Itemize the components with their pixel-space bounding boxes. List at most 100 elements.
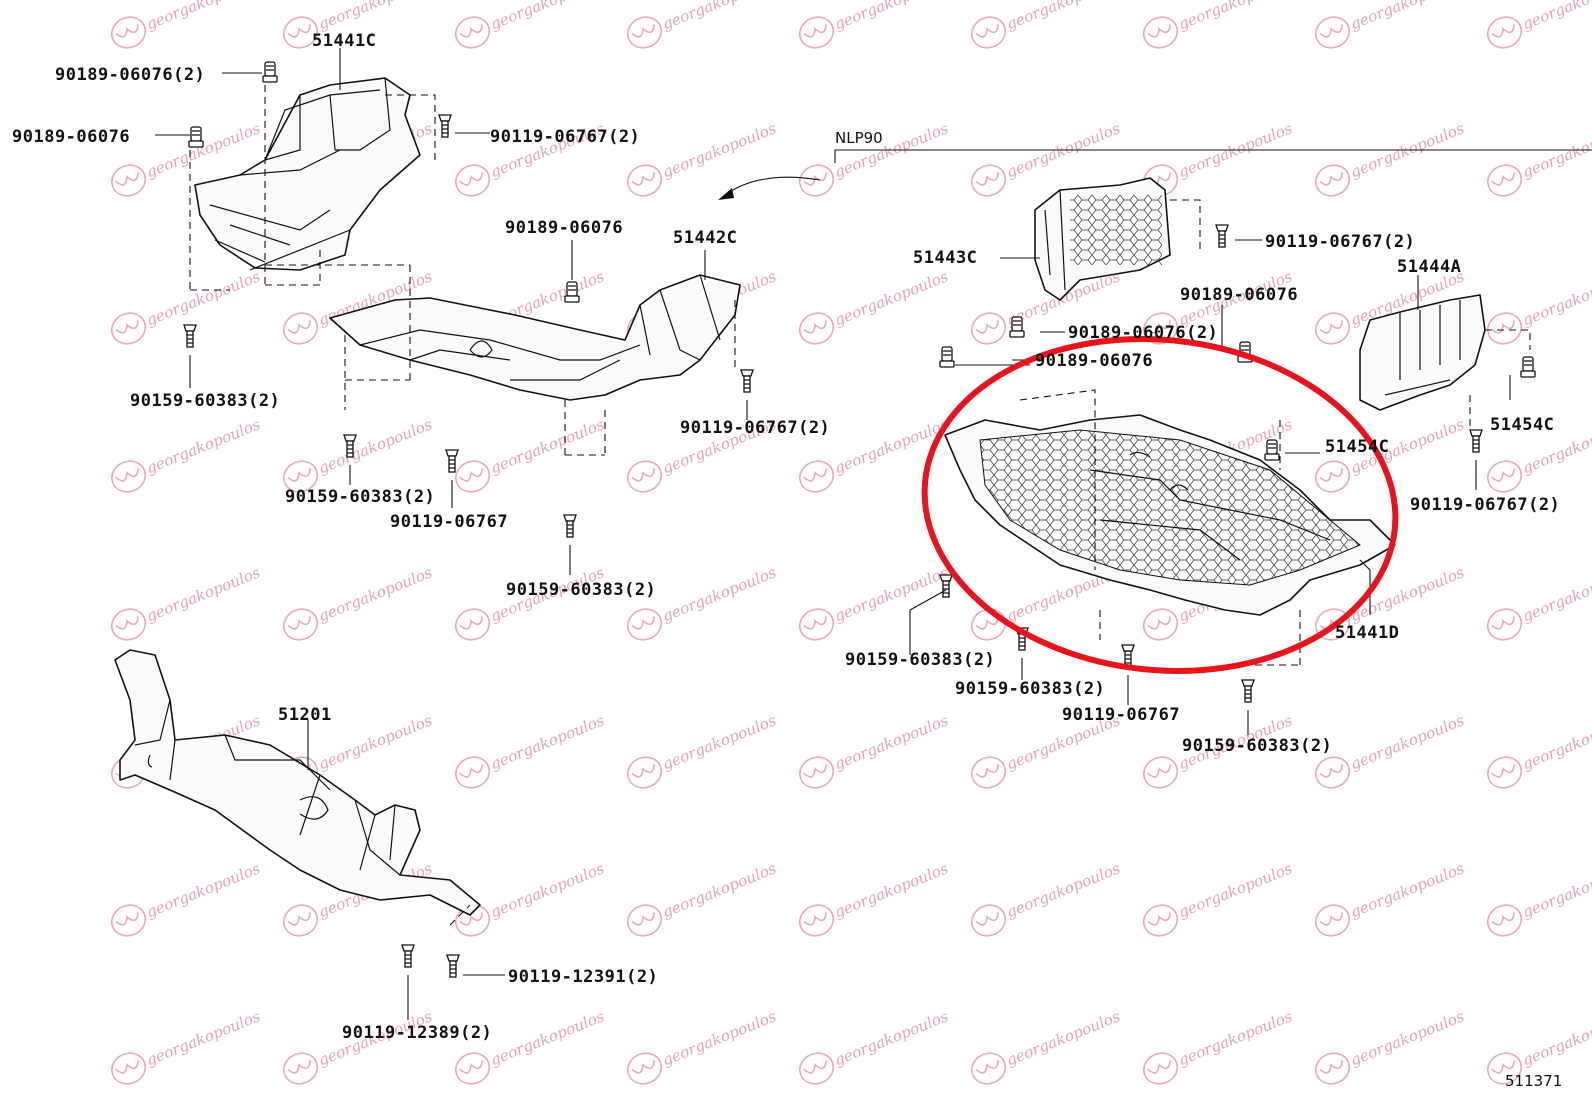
bolt-icon: [563, 514, 577, 538]
svg-text:georgakopoulos: georgakopoulos: [1348, 0, 1467, 33]
svg-text:georgakopoulos: georgakopoulos: [832, 267, 951, 329]
watermark: georgakopoulos: [450, 711, 607, 794]
svg-text:georgakopoulos: georgakopoulos: [660, 0, 779, 33]
watermark: georgakopoulos: [622, 1007, 779, 1090]
fastener-labels: 90189-06076(2) 90189-06076 90119-06767(2…: [12, 65, 1560, 1043]
svg-text:georgakopoulos: georgakopoulos: [1348, 711, 1467, 773]
svg-text:georgakopoulos: georgakopoulos: [488, 859, 607, 921]
bolt-icon: [1241, 679, 1255, 703]
watermark: georgakopoulos: [278, 563, 435, 646]
watermark: georgakopoulos: [450, 563, 607, 646]
fastener-label: 90189-06076: [1180, 285, 1298, 305]
watermark: georgakopoulos: [622, 563, 779, 646]
clip-icon: [1009, 316, 1025, 338]
figure-number: 511371: [1505, 1072, 1562, 1090]
watermark: georgakopoulos: [106, 859, 263, 942]
watermark: georgakopoulos: [106, 267, 263, 350]
watermark: georgakopoulos: [794, 711, 951, 794]
watermark: georgakopoulos: [1482, 119, 1592, 202]
watermark: georgakopoulos: [1482, 711, 1592, 794]
fastener-label: 90119-06767(2): [680, 418, 830, 438]
bolt-icon: [1215, 224, 1229, 248]
watermark: georgakopoulos: [1138, 859, 1295, 942]
watermark: georgakopoulos: [622, 119, 779, 202]
svg-text:georgakopoulos: georgakopoulos: [1176, 0, 1295, 33]
svg-text:georgakopoulos: georgakopoulos: [316, 563, 435, 625]
svg-text:georgakopoulos: georgakopoulos: [144, 1007, 263, 1069]
svg-text:georgakopoulos: georgakopoulos: [1004, 0, 1123, 33]
svg-text:georgakopoulos: georgakopoulos: [1520, 859, 1592, 921]
watermark: georgakopoulos: [1310, 859, 1467, 942]
watermark: georgakopoulos: [278, 1007, 435, 1090]
watermark: georgakopoulos: [106, 415, 263, 498]
highlight-ellipse: [921, 336, 1399, 674]
svg-text:georgakopoulos: georgakopoulos: [488, 415, 607, 477]
clip-icon: [262, 61, 278, 83]
fastener-label: 90159-60383(2): [845, 650, 995, 670]
svg-text:georgakopoulos: georgakopoulos: [1520, 267, 1592, 329]
part-51444A-drawing: [1359, 294, 1531, 430]
watermark: georgakopoulos: [1482, 0, 1592, 54]
watermark: georgakopoulos: [450, 415, 607, 498]
watermark: georgakopoulos: [794, 563, 951, 646]
fastener-label: 90159-60383(2): [1182, 736, 1332, 756]
part-51443C-drawing: [1034, 177, 1201, 301]
bolt-icon: [939, 574, 953, 598]
watermark: georgakopoulos: [794, 859, 951, 942]
bolt-icon: [446, 954, 460, 978]
svg-text:georgakopoulos: georgakopoulos: [660, 563, 779, 625]
part-51441C-drawing: [189, 77, 436, 291]
svg-text:georgakopoulos: georgakopoulos: [1520, 1007, 1592, 1069]
part-label-51443C: 51443C: [913, 248, 977, 268]
watermark: georgakopoulos: [1310, 1007, 1467, 1090]
bolt-icon: [1469, 429, 1483, 453]
svg-text:georgakopoulos: georgakopoulos: [1176, 859, 1295, 921]
svg-text:georgakopoulos: georgakopoulos: [316, 415, 435, 477]
fastener-label: 90189-06076: [1035, 351, 1153, 371]
svg-text:georgakopoulos: georgakopoulos: [144, 0, 263, 33]
svg-text:georgakopoulos: georgakopoulos: [144, 563, 263, 625]
bolt-icon: [401, 944, 415, 968]
svg-text:georgakopoulos: georgakopoulos: [832, 859, 951, 921]
fastener-label: 90159-60383(2): [955, 679, 1105, 699]
svg-text:georgakopoulos: georgakopoulos: [660, 859, 779, 921]
watermark: georgakopoulos: [1138, 0, 1295, 54]
clip-icon: [1520, 356, 1536, 378]
watermark: georgakopoulos: [450, 1007, 607, 1090]
svg-text:georgakopoulos: georgakopoulos: [144, 267, 263, 329]
watermark: georgakopoulos: [1138, 1007, 1295, 1090]
part-label-51454C: 51454C: [1490, 415, 1554, 435]
svg-text:georgakopoulos: georgakopoulos: [832, 711, 951, 773]
watermark: georgakopoulos: [1310, 0, 1467, 54]
part-51201-drawing: [114, 649, 481, 926]
svg-text:georgakopoulos: georgakopoulos: [488, 711, 607, 773]
variant-label: NLP90: [835, 129, 883, 147]
watermark: georgakopoulos: [278, 415, 435, 498]
svg-text:georgakopoulos: georgakopoulos: [1520, 711, 1592, 773]
svg-text:georgakopoulos: georgakopoulos: [316, 711, 435, 773]
part-label-51441C: 51441C: [312, 31, 376, 51]
bolt-icon: [445, 449, 459, 473]
watermark: georgakopoulos: [966, 0, 1123, 54]
svg-text:georgakopoulos: georgakopoulos: [1348, 859, 1467, 921]
fastener-label: 90189-06076(2): [55, 65, 205, 85]
part-label-51444A: 51444A: [1397, 257, 1461, 277]
watermark: georgakopoulos: [450, 0, 607, 54]
watermark: georgakopoulos: [794, 0, 951, 54]
watermark: georgakopoulos: [1482, 563, 1592, 646]
svg-text:georgakopoulos: georgakopoulos: [832, 563, 951, 625]
bolt-icon: [740, 369, 754, 393]
watermark: georgakopoulos: [106, 0, 263, 54]
watermark: georgakopoulos: [622, 711, 779, 794]
bolt-icon: [438, 114, 452, 138]
watermark: georgakopoulos: [1482, 859, 1592, 942]
svg-text:georgakopoulos: georgakopoulos: [660, 1007, 779, 1069]
svg-text:georgakopoulos: georgakopoulos: [832, 0, 951, 33]
fastener-label: 90159-60383(2): [506, 580, 656, 600]
svg-text:georgakopoulos: georgakopoulos: [832, 1007, 951, 1069]
watermark: georgakopoulos: [966, 859, 1123, 942]
watermark: georgakopoulos: [622, 0, 779, 54]
svg-text:georgakopoulos: georgakopoulos: [1520, 0, 1592, 33]
watermark: georgakopoulos: [450, 859, 607, 942]
